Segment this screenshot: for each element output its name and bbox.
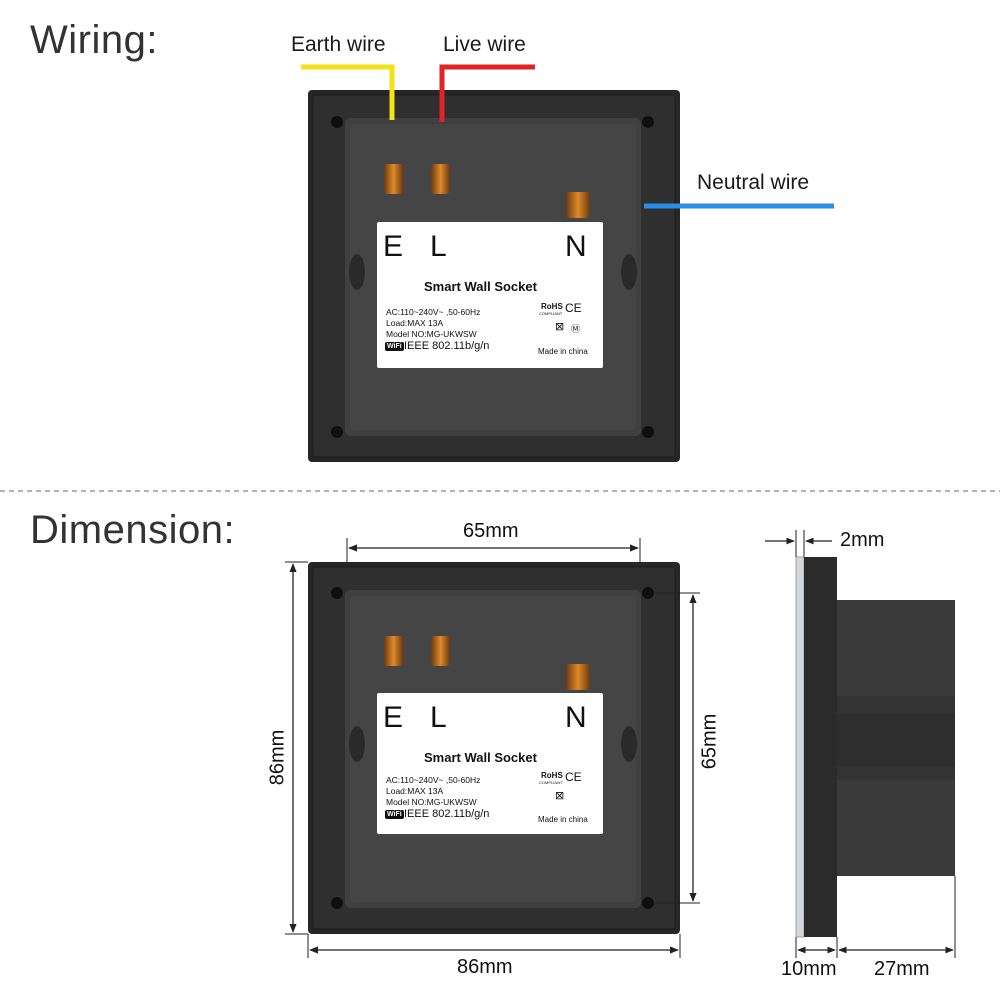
weee-bin-icon: ⊠: [555, 321, 565, 333]
made-in-label: Made in china: [538, 815, 588, 824]
ieee-standard: IEEE 802.11b/g/n: [404, 808, 490, 820]
screw-hole-icon: [642, 587, 654, 599]
front-depth-label: 10mm: [781, 958, 837, 980]
spec-ac: AC:110~240V~ ,50-60Hz: [386, 307, 481, 317]
rohs-mark: RoHS: [541, 771, 563, 780]
screw-hole-icon: [331, 587, 343, 599]
live-wire-label: Live wire: [443, 33, 526, 56]
dimension-heading: Dimension:: [30, 508, 236, 552]
earth-letter: E: [383, 701, 404, 734]
glass-panel: [795, 556, 805, 938]
compliant-mark: COMPLIANT: [539, 780, 563, 785]
neutral-terminal: [566, 192, 590, 218]
ieee-standard: IEEE 802.11b/g/n: [404, 340, 490, 352]
screw-hole-icon: [331, 116, 343, 128]
screw-hole-icon: [642, 116, 654, 128]
spec-load: Load:MAX 13A: [386, 318, 444, 328]
product-label: E L N Smart Wall Socket AC:110~240V~ ,50…: [377, 222, 603, 368]
screw-hole-icon: [642, 897, 654, 909]
earth-letter: E: [383, 230, 404, 263]
neutral-letter: N: [565, 701, 587, 734]
neutral-wire-label: Neutral wire: [697, 171, 810, 194]
ce-mark: CE: [565, 301, 582, 315]
plate-height-label: 86mm: [266, 729, 289, 786]
spec-model: Model NO:MG-UKWSW: [386, 329, 477, 339]
live-terminal: [431, 164, 450, 194]
wiring-heading: Wiring:: [30, 18, 158, 62]
earth-wire: [301, 64, 395, 120]
live-letter: L: [430, 701, 447, 734]
inner-height-label: 65mm: [698, 713, 721, 770]
m-mark-icon: Ⓜ: [571, 324, 581, 334]
wifi-badge-icon: WiFi: [385, 342, 404, 351]
back-depth-label: 27mm: [874, 958, 930, 980]
live-terminal: [431, 636, 450, 666]
wifi-badge-icon: WiFi: [385, 810, 404, 819]
neutral-letter: N: [565, 230, 587, 263]
earth-terminal: [384, 164, 403, 194]
live-letter: L: [430, 230, 447, 263]
neutral-terminal: [566, 664, 590, 690]
product-title: Smart Wall Socket: [424, 279, 537, 294]
weee-bin-icon: ⊠: [555, 790, 565, 802]
screw-hole-icon: [642, 426, 654, 438]
bottom-width-label: 86mm: [457, 956, 513, 978]
compliant-mark: COMPLIANT: [539, 311, 563, 316]
earth-wire-label: Earth wire: [291, 33, 386, 56]
rohs-mark: RoHS: [541, 302, 563, 311]
earth-terminal: [384, 636, 403, 666]
spec-ac: AC:110~240V~ ,50-60Hz: [386, 775, 481, 785]
ce-mark: CE: [565, 770, 582, 784]
glass-thickness-label: 2mm: [840, 529, 885, 551]
product-label-dimension: E L N Smart Wall Socket AC:110~240V~ ,50…: [377, 693, 603, 834]
spec-load: Load:MAX 13A: [386, 786, 444, 796]
side-view: [795, 556, 955, 938]
screw-hole-icon: [331, 897, 343, 909]
made-in-label: Made in china: [538, 347, 588, 356]
spec-model: Model NO:MG-UKWSW: [386, 797, 477, 807]
screw-hole-icon: [331, 426, 343, 438]
live-wire: [439, 64, 535, 122]
top-width-label: 65mm: [463, 520, 519, 542]
product-title: Smart Wall Socket: [424, 750, 537, 765]
